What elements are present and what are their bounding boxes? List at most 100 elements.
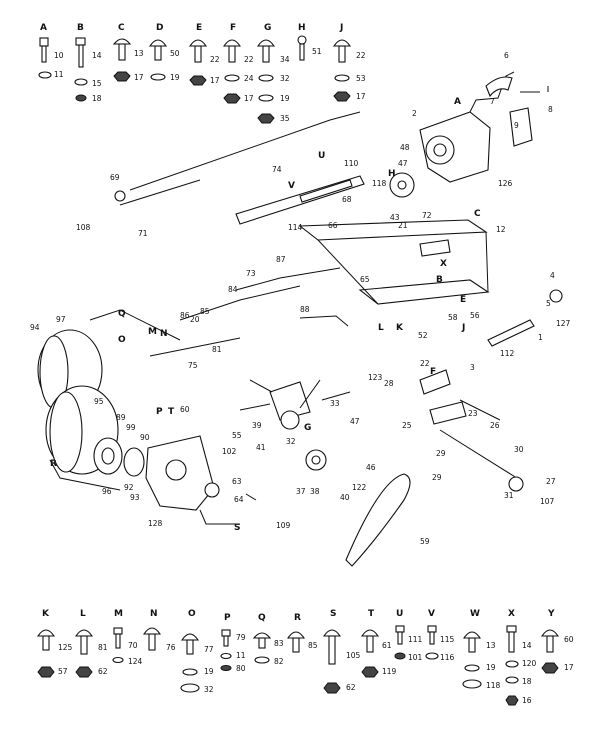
hw-part-N-1: 76 <box>166 643 176 652</box>
hw-letter-V: V <box>428 609 435 619</box>
callout: 32 <box>286 437 296 446</box>
callout: P <box>156 407 163 417</box>
hw-part-F-1: 22 <box>244 55 254 64</box>
callout: T <box>168 407 175 417</box>
callout: 5 <box>546 299 551 308</box>
callout: 25 <box>402 421 412 430</box>
hw-letter-U: U <box>396 609 403 619</box>
hw-part-E-1: 22 <box>210 55 220 64</box>
callout: 43 <box>390 213 400 222</box>
hw-part-Y-2: 17 <box>564 663 574 672</box>
hw-part-T-1: 61 <box>382 641 392 650</box>
hw-part-O-1: 77 <box>204 645 214 654</box>
hw-part-C-2: 17 <box>134 73 144 82</box>
callout: 108 <box>76 223 91 232</box>
hw-part-W-3: 118 <box>486 681 501 690</box>
hw-letter-S: S <box>330 609 336 619</box>
hw-part-Q-1: 83 <box>274 639 284 648</box>
callout: 21 <box>398 221 408 230</box>
hw-part-Q-2: 82 <box>274 657 284 666</box>
callout: 81 <box>212 345 222 354</box>
hw-part-M-1: 70 <box>128 641 138 650</box>
callout: 122 <box>352 483 367 492</box>
callout: 109 <box>276 521 291 530</box>
callout: 87 <box>276 255 286 264</box>
hw-part-J-2: 53 <box>356 74 366 83</box>
callout: 71 <box>138 229 148 238</box>
callout: 93 <box>130 493 140 502</box>
callout: 72 <box>422 211 432 220</box>
hw-part-J-1: 22 <box>356 51 366 60</box>
callout: 9 <box>514 121 519 130</box>
callout: 47 <box>398 159 408 168</box>
hw-part-V-2: 116 <box>440 653 455 662</box>
hw-letter-Y: Y <box>547 609 555 619</box>
hw-part-P-3: 80 <box>236 664 246 673</box>
hw-letter-O: O <box>188 609 196 619</box>
callout: 127 <box>556 319 571 328</box>
callout: 85 <box>200 307 210 316</box>
hw-part-M-2: 124 <box>128 657 143 666</box>
hw-letter-P: P <box>224 613 231 623</box>
callout: 60 <box>180 405 190 414</box>
callout: N <box>160 329 168 339</box>
callout: 1 <box>538 333 543 342</box>
callout: O <box>118 335 126 345</box>
hw-part-G-2: 32 <box>280 74 290 83</box>
callout: 65 <box>360 275 370 284</box>
callout: 86 <box>180 311 190 320</box>
callout: E <box>460 295 466 305</box>
hw-letter-Q: Q <box>258 613 266 623</box>
callout: S <box>234 523 240 533</box>
hw-part-G-1: 34 <box>280 55 290 64</box>
callout: U <box>318 151 325 161</box>
callout: B <box>436 275 443 285</box>
hw-part-S-2: 62 <box>346 683 356 692</box>
callout: 33 <box>330 399 340 408</box>
callout: R <box>50 459 57 469</box>
hw-part-W-2: 19 <box>486 663 496 672</box>
callout: 22 <box>420 359 430 368</box>
callout: 68 <box>342 195 352 204</box>
callout: 64 <box>234 495 244 504</box>
hw-part-F-2: 24 <box>244 74 254 83</box>
hw-part-D-1: 50 <box>170 49 180 58</box>
top-hardware-row: A 10 11 B 14 15 18 C 13 17 D 50 19 E 22 … <box>38 23 366 124</box>
hw-part-K-2: 57 <box>58 667 68 676</box>
callout: H <box>388 169 396 179</box>
hw-letter-C: C <box>118 23 125 33</box>
callout: 55 <box>232 431 242 440</box>
callout: 39 <box>252 421 262 430</box>
hw-part-R-1: 85 <box>308 641 318 650</box>
hw-letter-G: G <box>264 23 271 33</box>
callout: 6 <box>504 51 509 60</box>
elbow-pipe <box>485 76 513 98</box>
callout: 126 <box>498 179 513 188</box>
callout: 73 <box>246 269 256 278</box>
callout: G <box>304 423 311 433</box>
hw-part-V-1: 115 <box>440 635 455 644</box>
callout: 128 <box>148 519 163 528</box>
callout: 90 <box>140 433 150 442</box>
callout: 52 <box>418 331 428 340</box>
main-assembly <box>37 71 563 567</box>
callout: 3 <box>470 363 475 372</box>
callout: 29 <box>436 449 446 458</box>
muffler-bracket <box>509 107 533 147</box>
callout: J <box>461 323 465 333</box>
callout: 118 <box>372 179 387 188</box>
callout: 94 <box>30 323 40 332</box>
callout: 75 <box>188 361 198 370</box>
hw-part-G-3: 19 <box>280 94 290 103</box>
callout: 23 <box>468 409 478 418</box>
callout: 28 <box>384 379 394 388</box>
hw-letter-B: B <box>77 23 84 33</box>
hw-part-X-4: 16 <box>522 696 532 705</box>
hw-part-X-3: 18 <box>522 677 532 686</box>
hw-part-S-1: 105 <box>346 651 361 660</box>
hw-letter-J: J <box>339 23 343 33</box>
hw-letter-T: T <box>368 609 375 619</box>
callout: 58 <box>448 313 458 322</box>
callout: 95 <box>94 397 104 406</box>
